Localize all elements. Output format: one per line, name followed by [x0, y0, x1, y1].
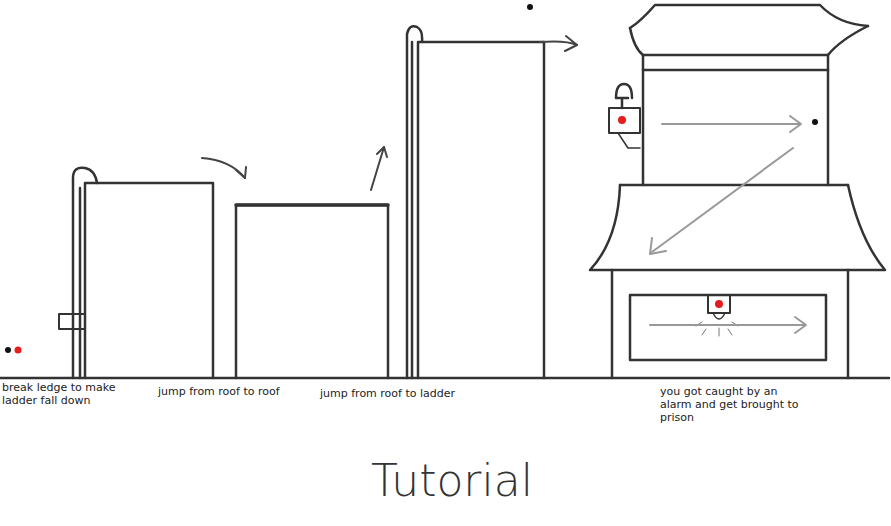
- note-label: jump from roof to ladder: [320, 387, 480, 400]
- note-label: you got caught by an alarm and get broug…: [660, 385, 810, 424]
- title: Tutorial: [371, 455, 533, 506]
- note-label: jump from roof to roof: [158, 385, 308, 398]
- note-label: break ledge to make ladder fall down: [2, 381, 120, 407]
